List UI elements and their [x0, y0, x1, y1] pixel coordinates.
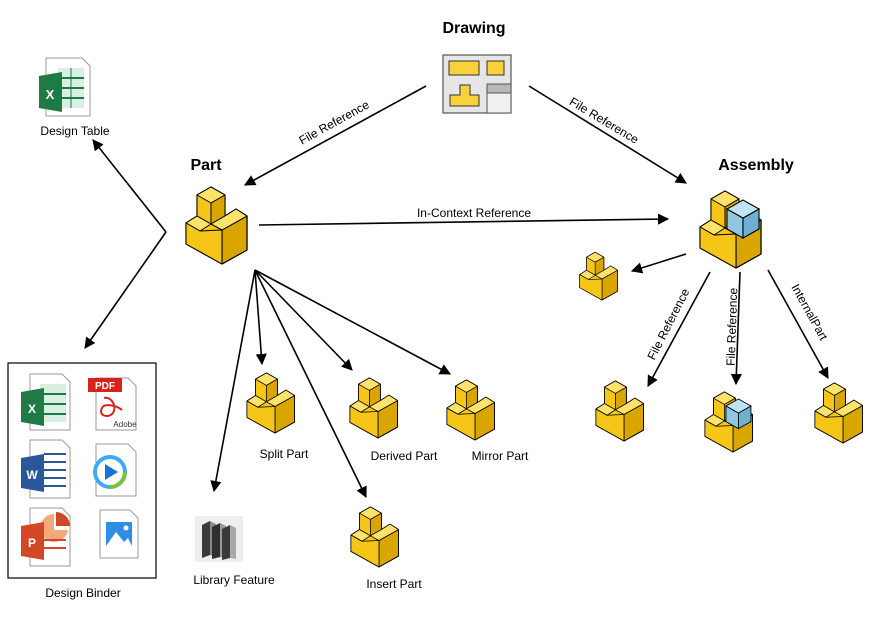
- svg-text:X: X: [46, 87, 55, 102]
- internal-part-icon: [814, 382, 863, 444]
- derived-part-label: Derived Part: [371, 449, 438, 463]
- binder-word-icon: W: [21, 439, 71, 499]
- edge-label-internal-part: InternalPart: [788, 282, 831, 344]
- insert-part-label: Insert Part: [366, 577, 422, 591]
- library-feature-node: Library Feature: [193, 516, 275, 587]
- derived-part-node: Derived Part: [349, 377, 438, 463]
- assembly-node: Assembly: [699, 157, 794, 269]
- subassembly-icon: [704, 391, 753, 453]
- mirror-part-label: Mirror Part: [472, 449, 529, 463]
- mirror-part-node: Mirror Part: [446, 379, 529, 463]
- design-table-label: Design Table: [40, 124, 109, 138]
- binder-media-player-icon: [93, 443, 137, 497]
- part-block-icon: [185, 186, 248, 265]
- edge-assembly-to-small-part: [630, 253, 687, 274]
- edge-assembly-to-subassembly: [730, 271, 742, 386]
- svg-text:W: W: [26, 468, 38, 482]
- edge-part-to-design-table: [92, 139, 167, 233]
- edge-part-to-design-binder: [84, 231, 167, 349]
- library-books-icon: [195, 516, 243, 562]
- split-part-node: Split Part: [246, 372, 309, 461]
- referenced-part-icon: [595, 380, 644, 442]
- mirror-part-icon: [446, 379, 495, 441]
- library-feature-label: Library Feature: [193, 573, 275, 587]
- edge-part-to-split: [254, 269, 267, 366]
- drawing-title: Drawing: [442, 20, 505, 37]
- edge-part-to-mirror: [254, 269, 451, 375]
- binder-image-icon: [99, 509, 139, 559]
- edge-part-to-assembly: [258, 213, 670, 226]
- assembly-title: Assembly: [718, 157, 794, 174]
- insert-part-node: Insert Part: [350, 506, 422, 591]
- derived-part-icon: [349, 377, 398, 439]
- assembly-component-icon: [579, 251, 618, 301]
- edge-assembly-to-file-part: [647, 271, 711, 387]
- design-binder-label: Design Binder: [45, 586, 120, 600]
- drawing-node: Drawing: [442, 20, 512, 114]
- split-part-icon: [246, 372, 295, 434]
- svg-text:PDF: PDF: [95, 381, 115, 392]
- edge-part-to-library: [210, 269, 256, 493]
- insert-part-icon: [350, 506, 399, 568]
- edge-part-to-derived: [254, 269, 353, 371]
- part-node: Part: [185, 157, 248, 265]
- edge-label-assembly-file-mid: File Reference: [724, 287, 741, 366]
- edge-drawing-to-part: [244, 85, 427, 186]
- edge-label-assembly-file-left: File Reference: [644, 286, 692, 362]
- svg-text:Adobe: Adobe: [113, 420, 137, 429]
- svg-text:P: P: [28, 536, 36, 550]
- part-title: Part: [190, 157, 222, 174]
- edge-part-to-insert: [254, 269, 367, 499]
- binder-pdf-icon: PDF Adobe: [88, 377, 137, 431]
- assembly-block-icon: [699, 190, 762, 269]
- edge-label-in-context: In-Context Reference: [417, 206, 531, 220]
- excel-icon: X: [39, 57, 91, 117]
- svg-text:X: X: [28, 402, 36, 416]
- binder-powerpoint-icon: P: [21, 507, 71, 567]
- edges: [84, 85, 829, 499]
- design-table-node: X Design Table: [39, 57, 110, 138]
- edge-assembly-to-internal-part: [767, 269, 829, 379]
- split-part-label: Split Part: [260, 447, 309, 461]
- design-binder-node: X PDF Adobe W: [7, 362, 157, 600]
- binder-excel-icon: X: [21, 373, 71, 431]
- edge-drawing-to-assembly: [528, 85, 687, 184]
- edge-label-drawing-assembly: File Reference: [567, 94, 641, 146]
- drawing-sheet-icon: [442, 54, 512, 114]
